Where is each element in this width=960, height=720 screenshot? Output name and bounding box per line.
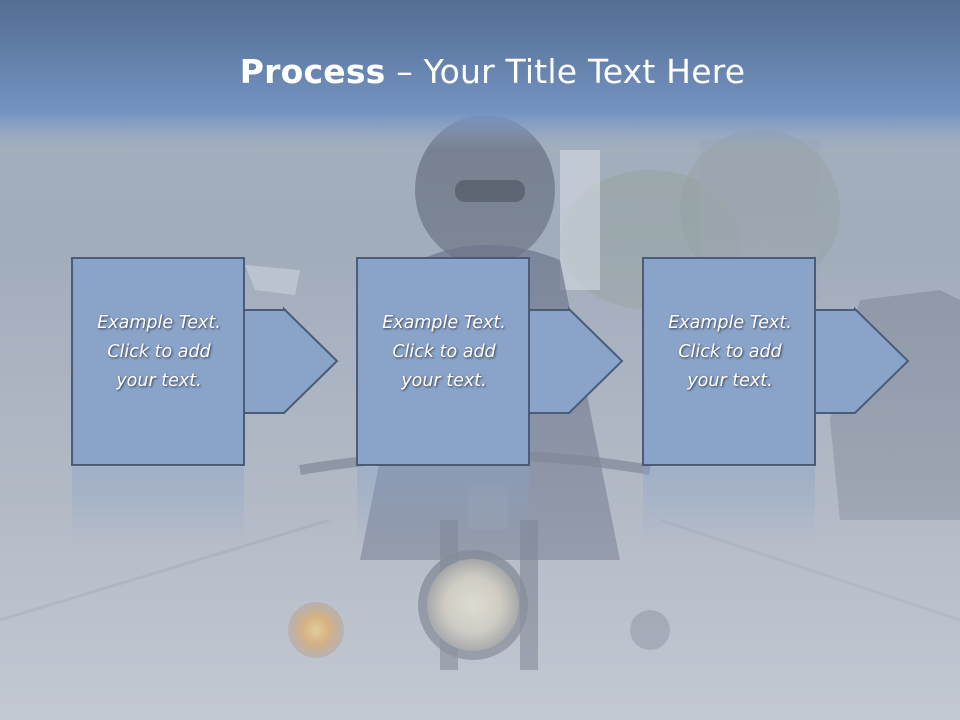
step-text-line-2: Click to add: [107, 342, 211, 362]
step-arrow-shape: [71, 257, 339, 545]
title-bold-text: Process: [239, 52, 386, 91]
slide-title[interactable]: Process – Your Title Text Here: [0, 52, 960, 91]
step-text-line-1: Example Text.: [382, 313, 506, 333]
step-text[interactable]: Example Text. Click to add your text.: [646, 309, 814, 396]
process-step-1[interactable]: Example Text. Click to add your text.: [71, 257, 346, 547]
step-arrow-shape: [356, 257, 624, 545]
title-rest-text: – Your Title Text Here: [385, 52, 746, 91]
step-text-line-2: Click to add: [392, 342, 496, 362]
step-text[interactable]: Example Text. Click to add your text.: [360, 309, 528, 396]
step-text-line-2: Click to add: [678, 342, 782, 362]
step-text-line-1: Example Text.: [668, 313, 792, 333]
process-step-3[interactable]: Example Text. Click to add your text.: [642, 257, 917, 547]
step-text-line-3: your text.: [116, 371, 202, 391]
title-band: [0, 0, 960, 150]
step-text-line-3: your text.: [401, 371, 487, 391]
process-step-2[interactable]: Example Text. Click to add your text.: [356, 257, 631, 547]
step-text[interactable]: Example Text. Click to add your text.: [75, 309, 243, 396]
step-text-line-1: Example Text.: [97, 313, 221, 333]
step-text-line-3: your text.: [687, 371, 773, 391]
step-arrow-shape: [642, 257, 910, 545]
